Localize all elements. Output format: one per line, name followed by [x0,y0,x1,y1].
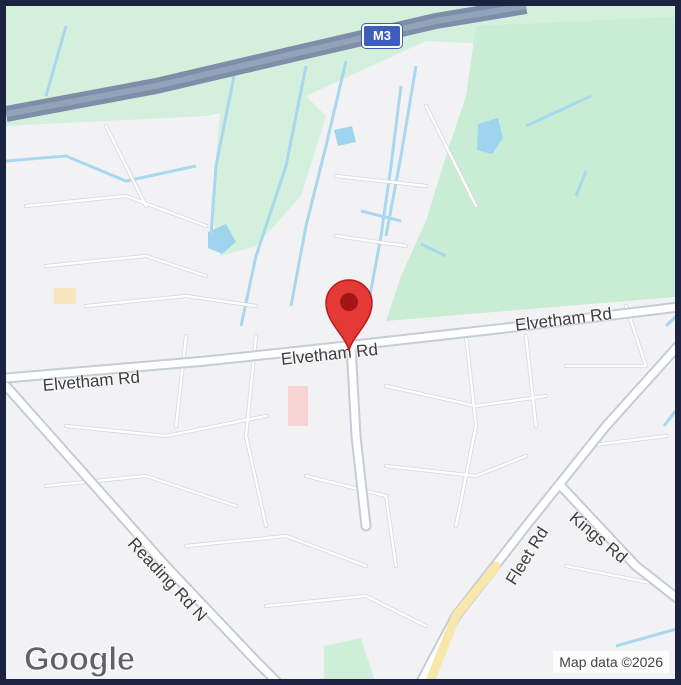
park-east [386,16,675,321]
google-logo: Google [24,640,136,678]
park-central [211,96,326,256]
lake-west [208,224,236,254]
map-pin-icon[interactable] [322,276,376,352]
park-south [324,638,375,679]
lake-east [477,118,503,154]
lake-central [334,126,356,146]
building-pink [288,386,308,426]
map-canvas[interactable] [6,6,681,685]
fleet-rd-highlight [425,561,501,679]
map-attribution[interactable]: Map data ©2026 [553,651,669,673]
building-yellow [54,288,76,304]
motorway-m3-center [6,6,527,117]
canals [6,25,675,648]
motorway-shield: M3 [362,24,402,48]
minor-streets [24,104,668,628]
